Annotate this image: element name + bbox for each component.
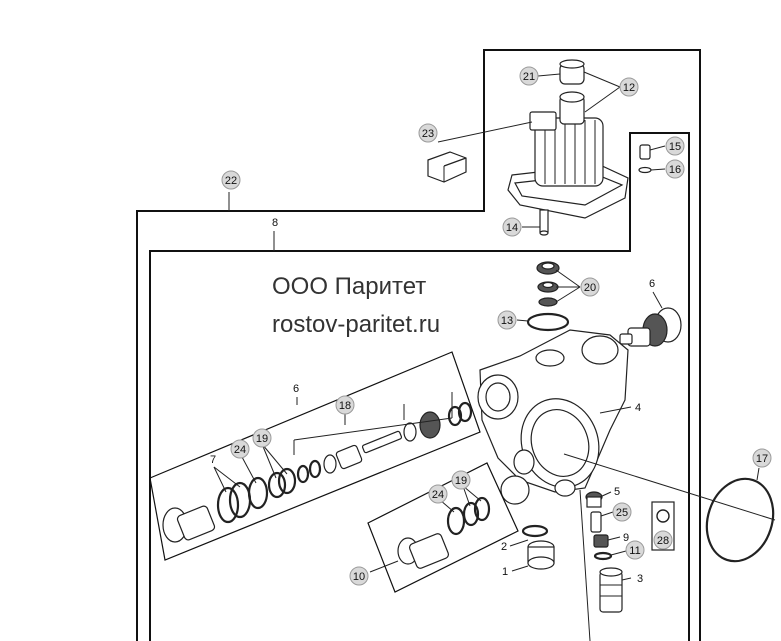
bottom-center-parts xyxy=(521,524,555,570)
valve-stack xyxy=(526,261,570,332)
callout-19-left: 19 xyxy=(252,428,272,448)
label-5: 5 xyxy=(614,486,620,498)
svg-text:19: 19 xyxy=(455,475,467,487)
left-group-parts xyxy=(162,401,473,543)
svg-text:21: 21 xyxy=(523,71,535,83)
svg-text:23: 23 xyxy=(422,128,434,140)
label-8: 8 xyxy=(272,217,278,229)
cap-part xyxy=(559,59,585,85)
svg-text:22: 22 xyxy=(225,175,237,187)
lower-group-frame xyxy=(367,462,519,593)
watermark-line-1: ООО Паритет xyxy=(272,273,426,300)
svg-text:24: 24 xyxy=(234,444,246,456)
callout-18: 18 xyxy=(335,395,355,415)
callout-22: 22 xyxy=(221,170,241,190)
callout-23: 23 xyxy=(418,123,438,143)
label-3: 3 xyxy=(637,573,643,585)
callout-10: 10 xyxy=(349,566,369,586)
callout-17: 17 xyxy=(752,448,772,468)
label-2: 2 xyxy=(501,541,507,553)
label-4: 4 xyxy=(635,402,641,414)
svg-text:17: 17 xyxy=(756,453,768,465)
svg-text:13: 13 xyxy=(501,315,513,327)
label-7: 7 xyxy=(210,454,216,466)
label-6-group: 6 xyxy=(293,383,299,395)
svg-text:11: 11 xyxy=(629,545,640,557)
large-ring-17 xyxy=(705,477,775,563)
callout-19-right: 19 xyxy=(451,470,471,490)
callout-11: 11 xyxy=(625,540,645,560)
right-lower-stack xyxy=(585,491,623,613)
callout-25: 25 xyxy=(612,502,632,522)
callout-24-right: 24 xyxy=(428,484,448,504)
svg-text:15: 15 xyxy=(669,141,681,153)
callout-12: 12 xyxy=(619,77,639,97)
label-1: 1 xyxy=(502,566,508,578)
callout-14: 14 xyxy=(502,217,522,237)
svg-text:18: 18 xyxy=(339,400,351,412)
left-group-frame xyxy=(149,351,481,561)
svg-text:19: 19 xyxy=(256,433,268,445)
label-9: 9 xyxy=(623,532,629,544)
callout-20: 20 xyxy=(580,277,600,297)
watermark-line-2: rostov-paritet.ru xyxy=(272,311,440,338)
callout-21: 21 xyxy=(519,66,539,86)
svg-text:16: 16 xyxy=(669,164,681,176)
lower-group-parts xyxy=(397,496,491,569)
callout-16: 16 xyxy=(665,159,685,179)
leader-lines xyxy=(213,71,776,641)
callout-13: 13 xyxy=(497,310,517,330)
inner-frame xyxy=(149,132,690,641)
svg-text:10: 10 xyxy=(353,571,365,583)
callout-15: 15 xyxy=(665,136,685,156)
svg-text:14: 14 xyxy=(506,222,518,234)
svg-text:12: 12 xyxy=(623,82,635,94)
outer-frame xyxy=(136,49,701,641)
connector-part xyxy=(427,151,467,183)
screw-and-washer xyxy=(638,144,652,174)
svg-text:24: 24 xyxy=(432,489,444,501)
svg-text:28: 28 xyxy=(657,535,669,547)
svg-text:25: 25 xyxy=(616,507,628,519)
svg-text:20: 20 xyxy=(584,282,596,294)
right-plug-assembly xyxy=(619,307,682,347)
callout-28: 28 xyxy=(653,530,673,550)
callout-24-left: 24 xyxy=(230,439,250,459)
actuator-assembly xyxy=(507,91,629,236)
main-housing xyxy=(477,329,629,505)
label-6-right: 6 xyxy=(649,278,655,290)
